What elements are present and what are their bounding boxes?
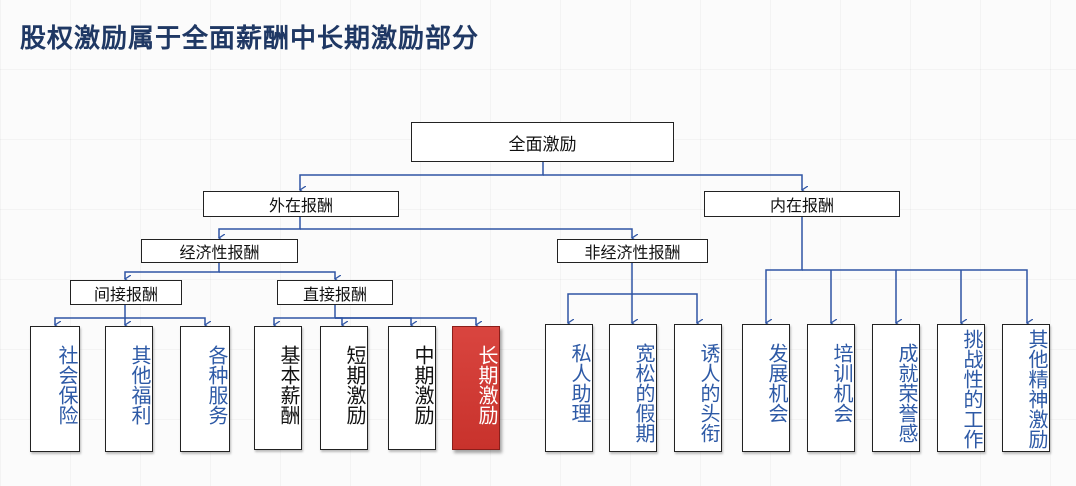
leaf-mid-term: 中期激励 <box>388 326 436 450</box>
leaf-development: 发展机会 <box>742 324 790 452</box>
node-label: 间接报酬 <box>93 284 158 304</box>
leaf-label: 其他精神激励 <box>1025 329 1049 449</box>
node-indirect-reward: 间接报酬 <box>70 280 182 305</box>
leaf-label: 私人助理 <box>568 343 592 423</box>
leaf-services: 各种服务 <box>180 326 230 452</box>
leaf-label: 短期激励 <box>343 345 367 425</box>
node-label: 内在报酬 <box>769 196 834 215</box>
leaf-label: 成就荣誉感 <box>895 343 919 443</box>
leaf-label: 培训机会 <box>830 343 854 423</box>
leaf-other-benefits: 其他福利 <box>105 326 153 452</box>
leaf-attractive-title: 诱人的头衔 <box>674 324 722 452</box>
node-internal-reward: 内在报酬 <box>704 191 900 217</box>
node-non-economic-reward: 非经济性报酬 <box>557 239 708 263</box>
leaf-base-salary: 基本薪酬 <box>254 326 302 450</box>
node-direct-reward: 直接报酬 <box>277 280 393 305</box>
node-total-incentive: 全面激励 <box>411 122 674 162</box>
node-label: 直接报酬 <box>302 284 367 304</box>
leaf-label: 中期激励 <box>411 345 435 425</box>
node-label: 外在报酬 <box>268 196 333 215</box>
leaf-label: 发展机会 <box>765 343 789 423</box>
page-title: 股权激励属于全面薪酬中长期激励部分 <box>20 24 480 54</box>
leaf-label: 其他福利 <box>128 345 152 425</box>
leaf-label: 挑战性的工作 <box>960 329 984 449</box>
leaf-private-assistant: 私人助理 <box>545 324 593 452</box>
leaf-flexible-leave: 宽松的假期 <box>609 324 657 452</box>
leaf-training: 培训机会 <box>807 324 855 452</box>
leaf-label: 长期激励 <box>475 345 499 425</box>
leaf-long-term: 长期激励 <box>452 326 500 450</box>
node-label: 经济性报酬 <box>179 243 260 262</box>
leaf-social-insurance: 社会保险 <box>30 326 80 452</box>
node-label: 全面激励 <box>508 134 577 155</box>
leaf-short-term: 短期激励 <box>320 326 368 450</box>
node-economic-reward: 经济性报酬 <box>141 239 298 263</box>
leaf-label: 宽松的假期 <box>632 343 656 443</box>
leaf-spiritual-incentive: 其他精神激励 <box>1002 324 1050 452</box>
node-external-reward: 外在报酬 <box>203 191 399 217</box>
leaf-label: 诱人的头衔 <box>697 343 721 443</box>
node-label: 非经济性报酬 <box>584 243 681 262</box>
leaf-label: 社会保险 <box>55 345 79 425</box>
leaf-label: 基本薪酬 <box>277 345 301 425</box>
leaf-honor: 成就荣誉感 <box>872 324 920 452</box>
leaf-challenging-work: 挑战性的工作 <box>937 324 985 452</box>
leaf-label: 各种服务 <box>205 345 229 425</box>
